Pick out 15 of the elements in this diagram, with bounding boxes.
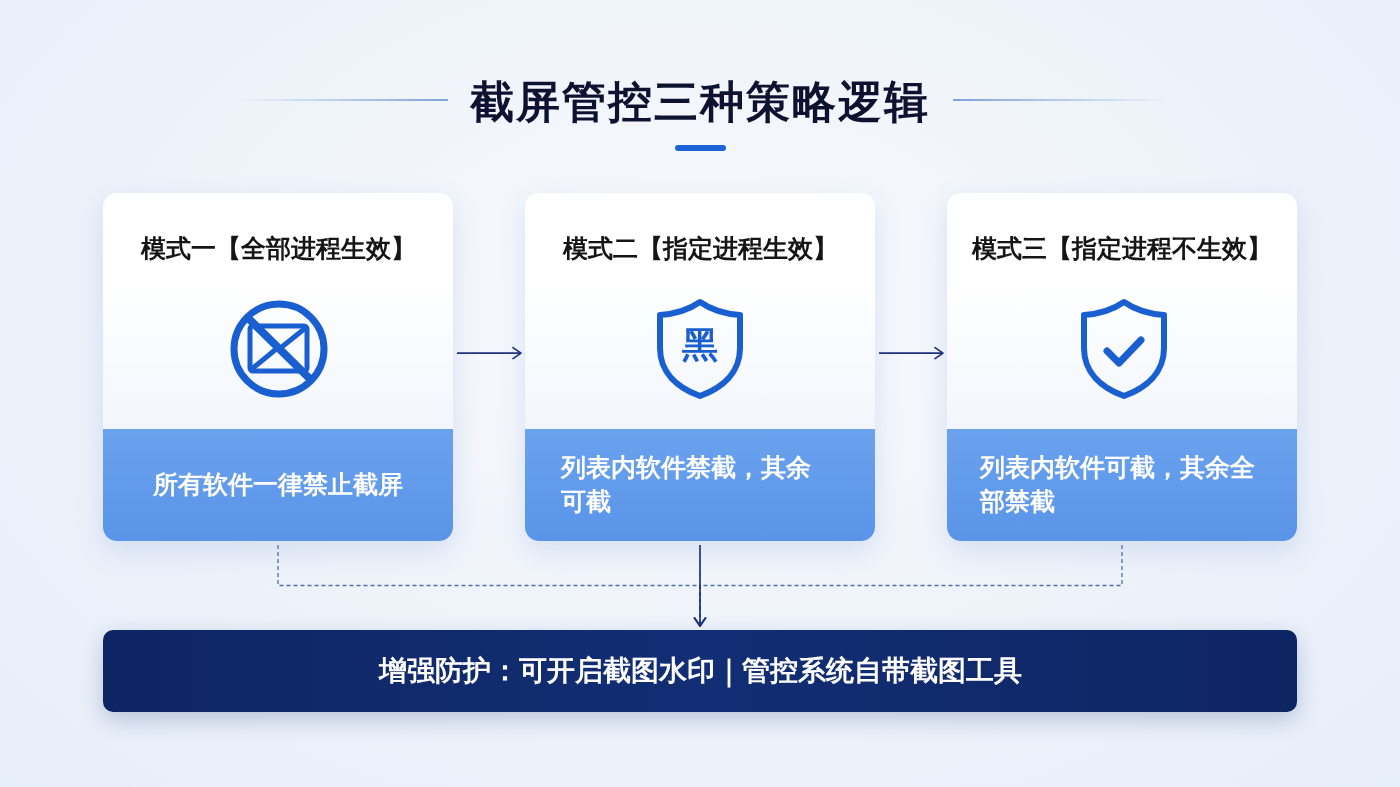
- mode-card: [103, 193, 453, 541]
- description-band: 所有软件一律禁止截屏: [103, 429, 453, 541]
- arrow: [693, 544, 707, 627]
- arrow: [878, 346, 944, 360]
- card-heading: 模式三【指定进程不生效】: [972, 233, 1272, 265]
- card-heading: 模式一【全部进程生效】: [140, 233, 416, 265]
- description-band: 列表内软件禁截，其余可截: [525, 429, 875, 541]
- title: 截屏管控三种策略逻辑: [470, 75, 930, 129]
- banner-bar: 增强防护：可开启截图水印｜管控系统自带截图工具: [103, 630, 1297, 712]
- mode-card: [947, 193, 1297, 541]
- shield-badge: 黑: [656, 298, 744, 400]
- description-band: 列表内软件可截，其余全部禁截: [947, 429, 1297, 541]
- card-heading: 模式二【指定进程生效】: [562, 233, 838, 265]
- arrow: [456, 346, 522, 360]
- mode-card: [525, 193, 875, 541]
